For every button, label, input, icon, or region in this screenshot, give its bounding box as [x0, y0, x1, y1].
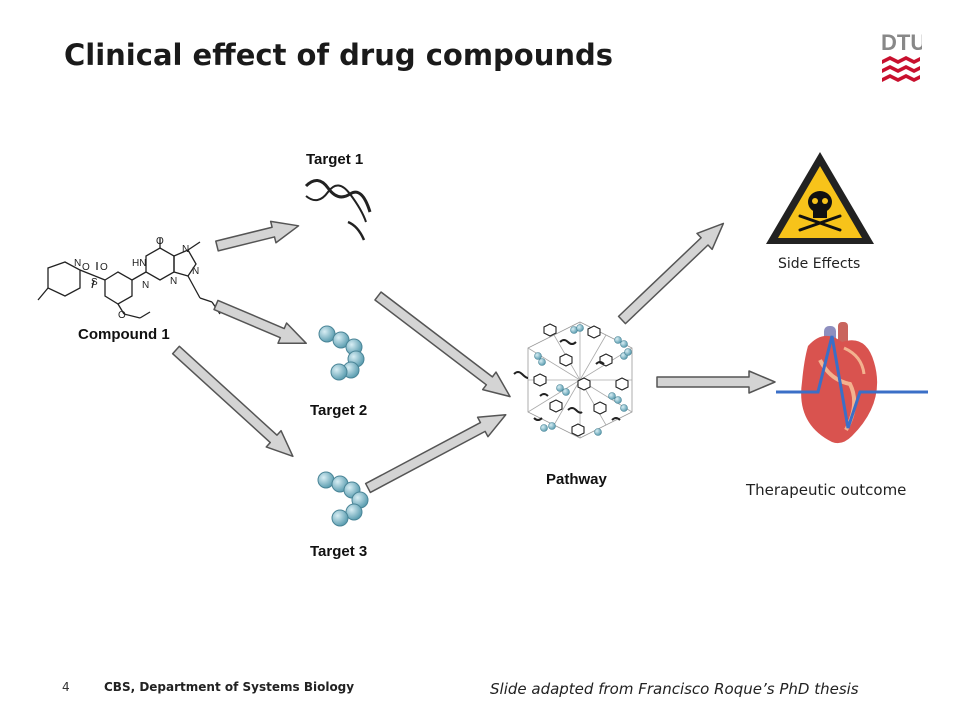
atom-label: O	[118, 310, 126, 321]
side-effects-label: Side Effects	[778, 256, 861, 272]
atom-label: N	[170, 276, 177, 287]
arrow-compound-target3	[171, 345, 294, 458]
pathway-label: Pathway	[546, 471, 607, 488]
atom-label: O	[156, 236, 164, 247]
dtu-logo-icon: DTU	[881, 30, 922, 82]
arrow-target1-pathway	[374, 291, 511, 398]
warning-skull-icon	[766, 152, 874, 244]
pathway-network-icon	[513, 321, 633, 439]
arrow-compound-target2	[213, 299, 307, 345]
atom-label: HN	[132, 258, 146, 269]
compound-label: Compound 1	[78, 326, 170, 343]
atom-label: O	[100, 262, 108, 273]
arrow-pathway-sideeffects	[617, 222, 725, 325]
arrows	[171, 220, 776, 494]
target2-label: Target 2	[310, 402, 368, 419]
protein-chain-icon	[317, 471, 369, 527]
atom-label: N	[182, 244, 189, 255]
dna-helix-icon	[304, 179, 372, 241]
logo-text: DTU	[881, 30, 922, 55]
atom-label: N	[74, 258, 81, 269]
target1-label: Target 1	[306, 151, 364, 168]
heart-icon	[776, 322, 928, 444]
atom-label: O	[82, 262, 90, 273]
atom-label: N	[192, 266, 199, 277]
arrow-pathway-therapeutic	[656, 370, 776, 394]
arrow-compound-target1	[215, 220, 300, 252]
protein-chain-icon	[318, 325, 365, 381]
atom-label: S	[91, 277, 98, 288]
page-number: 4	[62, 680, 70, 694]
department-name: CBS, Department of Systems Biology	[104, 680, 355, 694]
target3-label: Target 3	[310, 543, 368, 560]
molecule-icon	[37, 238, 221, 319]
slide-credit: Slide adapted from Francisco Roque’s PhD…	[490, 680, 859, 698]
therapeutic-outcome-label: Therapeutic outcome	[746, 481, 907, 499]
arrow-target3-pathway	[364, 414, 507, 494]
atom-label: N	[142, 280, 149, 291]
slide-title: Clinical effect of drug compounds	[64, 38, 614, 72]
